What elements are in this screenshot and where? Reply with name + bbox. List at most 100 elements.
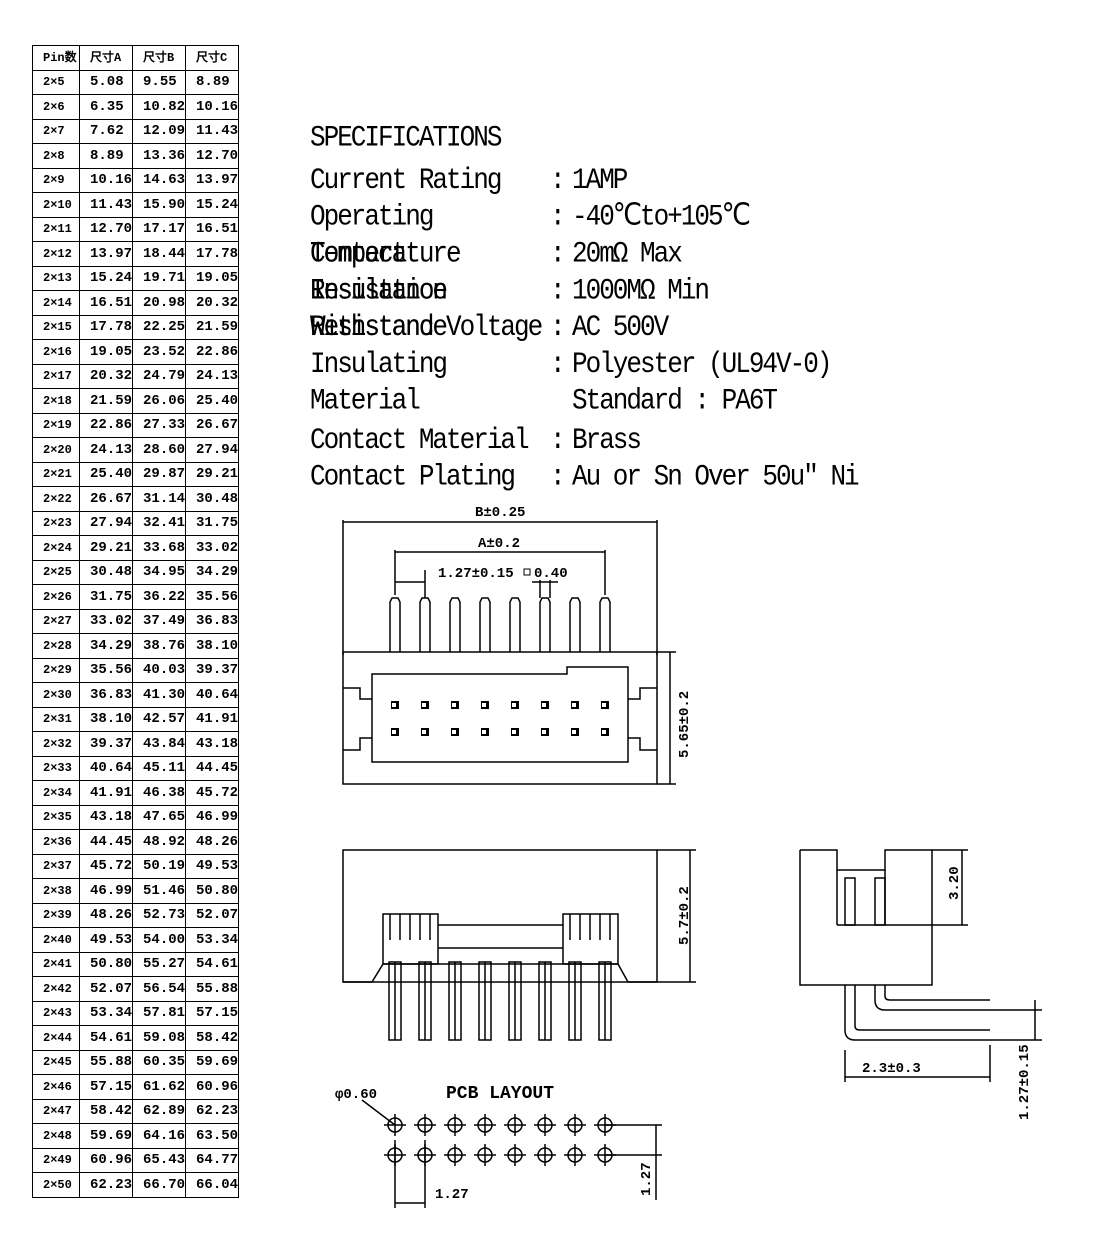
pin-count-cell: 2×45 bbox=[32, 1049, 80, 1075]
contact-lower-inner bbox=[422, 730, 426, 734]
dim-c-cell: 48.26 bbox=[185, 829, 240, 855]
dim-c-cell: 20.32 bbox=[185, 290, 240, 316]
dim-c-cell: 36.83 bbox=[185, 608, 240, 634]
spec-label: Withstand Voltage bbox=[310, 309, 543, 345]
dim-c-cell: 10.16 bbox=[185, 94, 240, 120]
dim-a-cell: 44.45 bbox=[78, 829, 134, 855]
spec-colon: : bbox=[550, 162, 566, 198]
dim-a-cell: 48.26 bbox=[78, 902, 134, 928]
top-view-pin-tails bbox=[389, 597, 611, 652]
dim-c-cell: 44.45 bbox=[185, 755, 240, 781]
spec-row: Withstand Voltage:AC 500V bbox=[310, 309, 858, 346]
contact-lower-inner bbox=[572, 730, 576, 734]
dim-a-cell: 36.83 bbox=[78, 682, 134, 708]
spec-label: Contact Material bbox=[310, 422, 530, 457]
top-view-body bbox=[342, 651, 658, 785]
dim-a-cell: 15.24 bbox=[78, 265, 134, 291]
spec-colon: : bbox=[550, 309, 566, 345]
dim-a-cell: 6.35 bbox=[78, 94, 134, 120]
dim-b-cell: 32.41 bbox=[132, 510, 187, 536]
pin-count-cell: 2×18 bbox=[32, 388, 80, 414]
spec-colon: : bbox=[550, 346, 566, 382]
dim-c-cell: 12.70 bbox=[185, 143, 240, 169]
dim-a-cell: 40.64 bbox=[78, 755, 134, 781]
pin-count-cell: 2×12 bbox=[32, 241, 80, 267]
dim-b-cell: 27.33 bbox=[132, 412, 187, 438]
spec-label: Insulating Material bbox=[310, 346, 448, 418]
pcb-hole-leader bbox=[361, 1099, 396, 1126]
spec-row: Insulating Material:Polyester (UL94V-0) bbox=[310, 345, 858, 418]
contact-lower-inner bbox=[512, 730, 516, 734]
contact-upper-inner bbox=[572, 703, 576, 707]
pin-tail bbox=[509, 597, 521, 652]
dim-side-w-label: 2.3±0.3 bbox=[862, 1061, 921, 1077]
spec-colon: : bbox=[550, 199, 566, 234]
pin-tail bbox=[539, 597, 551, 652]
spec-row: Contact Resistance:20mΩ Max bbox=[310, 235, 858, 308]
dim-c-cell: 31.75 bbox=[185, 510, 240, 536]
pin-count-cell: 2×23 bbox=[32, 510, 80, 536]
dim-b-cell: 19.71 bbox=[132, 265, 187, 291]
dim-b-cell: 34.95 bbox=[132, 559, 187, 585]
dim-c-cell: 40.64 bbox=[185, 682, 240, 708]
dim-c-cell: 22.86 bbox=[185, 339, 240, 365]
spec-value: AC 500V bbox=[572, 309, 669, 345]
dim-c-cell: 26.67 bbox=[185, 412, 240, 438]
dim-c-cell: 11.43 bbox=[185, 118, 240, 144]
pin-count-cell: 2×41 bbox=[32, 951, 80, 977]
spec-label: Contact Resistance bbox=[310, 236, 448, 308]
pin-count-cell: 2×10 bbox=[32, 192, 80, 218]
dim-b-cell: 54.00 bbox=[132, 927, 187, 953]
contact-upper-inner bbox=[452, 703, 456, 707]
dim-b-cell: 46.38 bbox=[132, 780, 187, 806]
dim-c-cell: 60.96 bbox=[185, 1074, 240, 1100]
dim-b-cell: 20.98 bbox=[132, 290, 187, 316]
dim-c-cell: 38.10 bbox=[185, 633, 240, 659]
dim-b-cell: 52.73 bbox=[132, 902, 187, 928]
spec-value: 20mΩ Max bbox=[572, 236, 683, 271]
spec-row: Standard : PA6T bbox=[310, 382, 858, 419]
dim-b-cell: 17.17 bbox=[132, 216, 187, 242]
top-view-housing-upper bbox=[343, 666, 657, 700]
dim-b-cell: 28.60 bbox=[132, 437, 187, 463]
contact-lower-inner bbox=[542, 730, 546, 734]
dim-c-cell: 43.18 bbox=[185, 731, 240, 757]
pin-count-cell: 2×27 bbox=[32, 608, 80, 634]
spec-value: Au or Sn Over 50u" Ni bbox=[572, 459, 860, 494]
dim-b-cell: 24.79 bbox=[132, 363, 187, 389]
dim-c-cell: 58.42 bbox=[185, 1025, 240, 1051]
spec-value: 1AMP bbox=[572, 162, 628, 198]
dim-pitch-label: 1.27±0.15 bbox=[438, 566, 514, 582]
dim-c-cell: 45.72 bbox=[185, 780, 240, 806]
dim-c-cell: 8.89 bbox=[185, 69, 240, 95]
dim-a-label: A±0.2 bbox=[478, 536, 520, 552]
dim-c-cell: 46.99 bbox=[185, 804, 240, 830]
dim-c-cell: 63.50 bbox=[185, 1123, 240, 1149]
dim-a-cell: 38.10 bbox=[78, 706, 134, 732]
dim-b-label: B±0.25 bbox=[475, 505, 525, 521]
dim-c-cell: 13.97 bbox=[185, 167, 240, 193]
spec-row: Operating Temperature:-40℃to+105℃ bbox=[310, 198, 858, 270]
spec-label: Current Rating bbox=[310, 162, 502, 198]
dim-b-cell: 51.46 bbox=[132, 878, 187, 904]
side-view-body bbox=[799, 849, 933, 986]
dim-a-cell: 46.99 bbox=[78, 878, 134, 904]
dim-c-cell: 15.24 bbox=[185, 192, 240, 218]
dim-b-cell: 42.57 bbox=[132, 706, 187, 732]
dim-b-cell: 60.35 bbox=[132, 1049, 187, 1075]
side-view-lead-upper bbox=[874, 985, 990, 1011]
dim-b-cell: 29.87 bbox=[132, 461, 187, 487]
